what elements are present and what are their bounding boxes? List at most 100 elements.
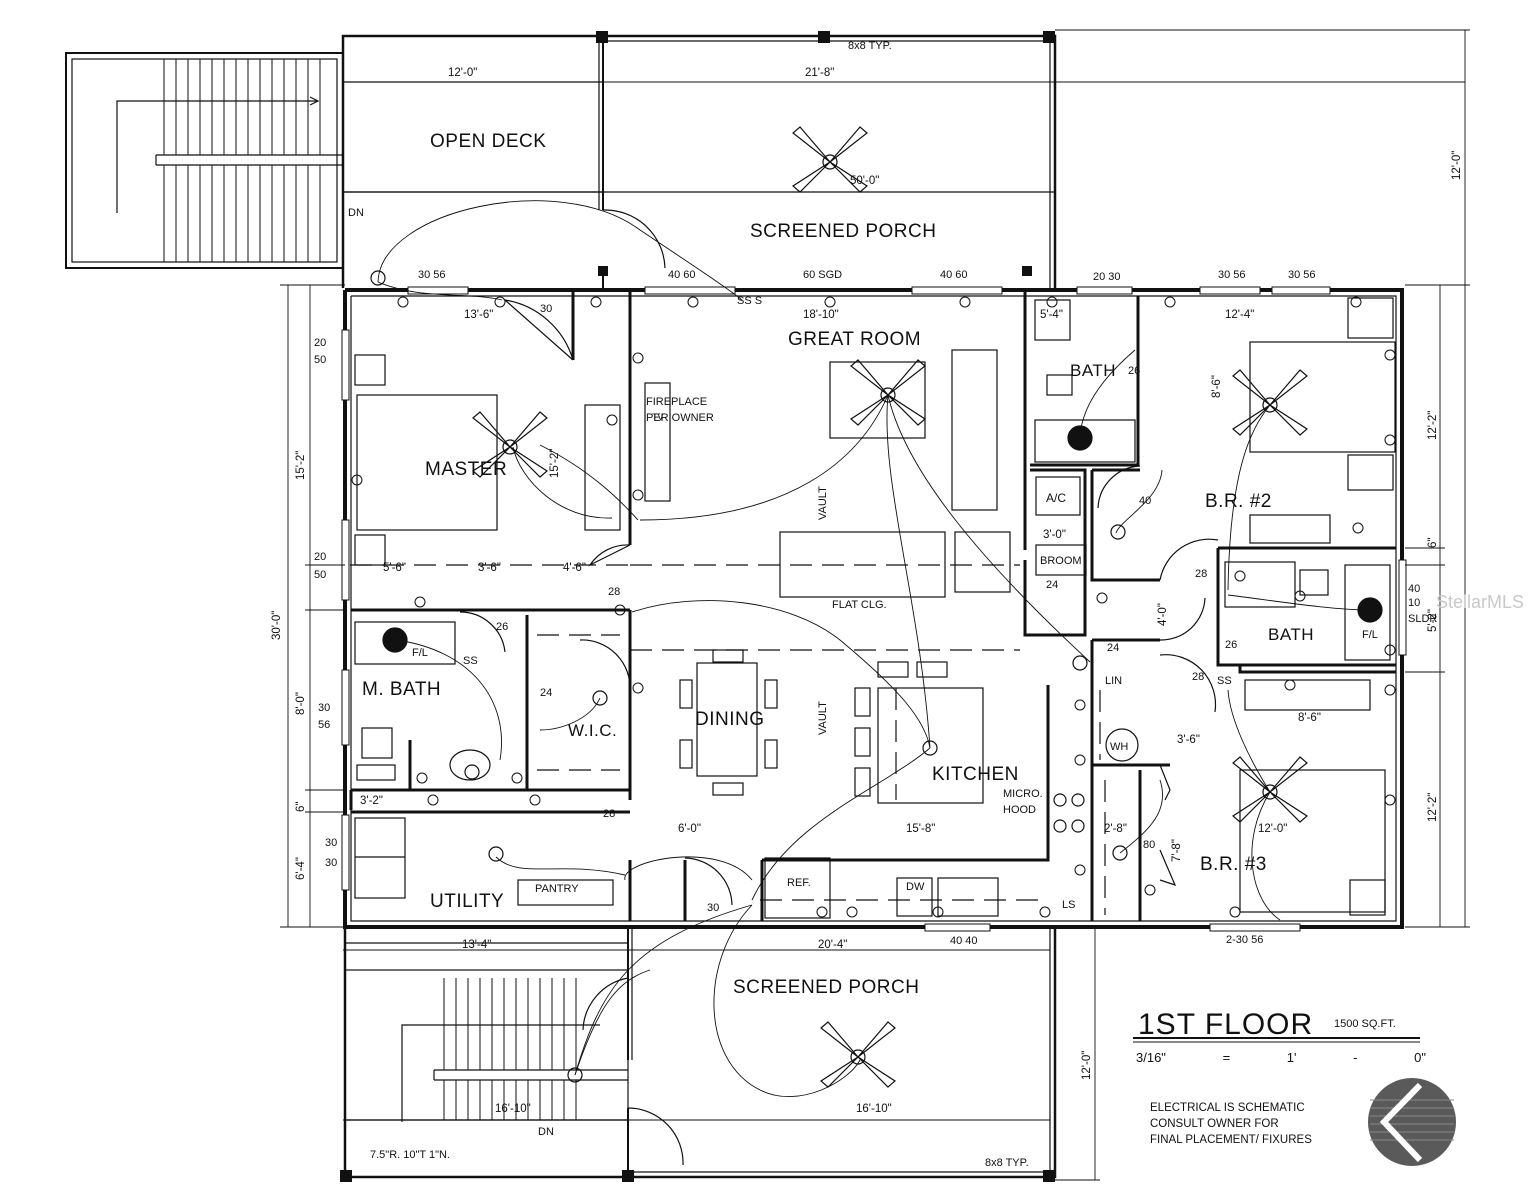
dim-4-0: 4'-0"	[1157, 603, 1169, 626]
opening-2030: 20 30	[1093, 271, 1121, 283]
opening-2050-a2: 50	[314, 354, 327, 366]
interior-walls	[349, 290, 1396, 921]
note-flat-clg: FLAT CLG.	[832, 599, 887, 611]
room-label-screened-porch-bottom: SCREENED PORCH	[733, 977, 920, 998]
bottom-porch-frame	[343, 927, 1057, 1179]
kitchen-island	[764, 661, 1085, 919]
dim-left-6: 6"	[295, 801, 307, 812]
note-fl-1: F/L	[412, 647, 428, 659]
dim-8-6-h: 8'-6"	[1298, 712, 1321, 724]
note-stair-spec: 7.5"R. 10"T 1"N.	[370, 1149, 450, 1161]
dim-3-0: 3'-0"	[1043, 529, 1066, 541]
dim-12-4: 12'-4"	[1225, 309, 1255, 321]
note-vault-2: VAULT	[817, 701, 829, 735]
outlets	[351, 296, 1396, 918]
watermark: StellarMLS	[1436, 592, 1525, 612]
opening-4060-a: 40 60	[668, 269, 696, 281]
opening-3056-m1: 30	[318, 702, 331, 714]
opening-sgd: 60 SGD	[803, 269, 843, 281]
room-label-br2: B.R. #2	[1205, 491, 1272, 512]
opening-30-b: 30	[707, 902, 720, 914]
opening-26-c: 26	[496, 621, 509, 633]
opening-24-c: 24	[540, 687, 553, 699]
dim-13-4: 13'-4"	[462, 939, 492, 951]
scale-part: -	[1353, 1050, 1358, 1065]
dim-6-0: 6'-0"	[678, 823, 701, 835]
dim-right-6: 6"	[1427, 537, 1439, 548]
dim-5-6: 5'-6"	[383, 562, 406, 574]
electrical-wiring	[377, 200, 1371, 1098]
ac-broom	[1035, 476, 1139, 762]
opening-24-a: 24	[1046, 579, 1059, 591]
opening-3030-1: 30	[325, 837, 338, 849]
room-label-utility: UTILITY	[430, 891, 505, 912]
light-fixtures	[370, 270, 1128, 1083]
note-vault-1: VAULT	[817, 486, 829, 520]
scale-part: 0"	[1414, 1050, 1426, 1065]
note-micro-2: HOOD	[1003, 804, 1036, 816]
dim-left-30-0: 30'-0"	[271, 610, 283, 640]
windows	[341, 286, 1407, 932]
opening-26-b: 26	[1225, 639, 1238, 651]
scale-part: 1'	[1286, 1050, 1297, 1065]
note-line: FINAL PLACEMENT/ FIXURES	[1150, 1134, 1312, 1146]
bottom-posts	[340, 1170, 1055, 1182]
room-label-bath-mid: BATH	[1268, 625, 1315, 644]
room-label-master: MASTER	[425, 459, 508, 480]
room-label-broom: BROOM	[1040, 555, 1082, 567]
bath-fixtures	[354, 299, 1391, 906]
dim-7-8: 7'-8"	[1171, 839, 1183, 862]
room-label-wic: W.I.C.	[568, 721, 618, 740]
dim-12-0-br3: 12'-0"	[1258, 823, 1288, 835]
note-typ-top: 8x8 TYP.	[848, 40, 892, 52]
opening-4040: 40 40	[950, 935, 978, 947]
opening-28-c: 28	[608, 586, 621, 598]
dim-right-12-2-a: 12'-2"	[1427, 410, 1439, 440]
dim-4-6: 4'-6"	[563, 562, 586, 574]
dim-2-8: 2'-8"	[1104, 823, 1127, 835]
opening-3056-a: 30 56	[418, 269, 446, 281]
note-typ-bottom: 8x8 TYP.	[985, 1157, 1029, 1169]
plan-title: 1ST FLOOR	[1138, 1008, 1314, 1041]
master-bed	[354, 354, 621, 566]
room-label-great-room: GREAT ROOM	[788, 329, 922, 350]
note-ss-2: SS	[463, 655, 478, 667]
opening-30: 30	[540, 303, 553, 315]
title-block-lines	[1133, 1037, 1420, 1043]
top-posts	[596, 31, 1055, 276]
room-label-wh: WH	[1110, 741, 1129, 753]
dim-3-2: 3'-2"	[360, 795, 383, 807]
exhaust-fans	[382, 425, 1383, 653]
opening-2-3056: 2-30 56	[1226, 934, 1264, 946]
dim-13-6: 13'-6"	[464, 309, 494, 321]
opening-40: 40	[1139, 495, 1152, 507]
room-label-kitchen: KITCHEN	[932, 764, 1019, 785]
room-label-screened-porch-top: SCREENED PORCH	[750, 221, 937, 242]
br3-furniture	[1239, 679, 1386, 916]
great-room-furniture	[644, 349, 1011, 598]
note-micro-1: MICRO.	[1003, 788, 1043, 800]
electrical-note: ELECTRICAL IS SCHEMATIC CONSULT OWNER FO…	[1150, 1100, 1312, 1148]
opening-3056-b: 30 56	[1218, 269, 1246, 281]
note-ls: LS	[1062, 899, 1076, 911]
note-fireplace-2: PER OWNER	[646, 412, 714, 424]
opening-4010-1: 40	[1408, 583, 1421, 595]
dim-50-0: 50'-0"	[850, 175, 880, 187]
room-label-m-bath: M. BATH	[362, 679, 442, 700]
br2-furniture	[1249, 297, 1396, 544]
opening-24-b: 24	[1107, 642, 1120, 654]
note-ss-1: SS S	[737, 295, 763, 307]
room-label-dining: DINING	[695, 709, 765, 730]
room-label-ac: A/C	[1046, 491, 1067, 505]
plan-scale: 3/16" = 1' - 0"	[1136, 1050, 1426, 1065]
scale-part: 3/16"	[1136, 1050, 1166, 1065]
note-fireplace-1: FIREPLACE	[646, 396, 708, 408]
opening-28-b: 28	[1192, 671, 1205, 683]
note-ss-3: SS	[1217, 675, 1232, 687]
dim-12-0-top: 12'-0"	[448, 67, 478, 79]
dim-8-6-v: 8'-6"	[1211, 375, 1223, 398]
dining-table	[679, 649, 778, 796]
room-label-dw: DW	[906, 881, 925, 893]
opening-4010-2: 10	[1408, 597, 1421, 609]
note-dn-top: DN	[348, 207, 364, 219]
